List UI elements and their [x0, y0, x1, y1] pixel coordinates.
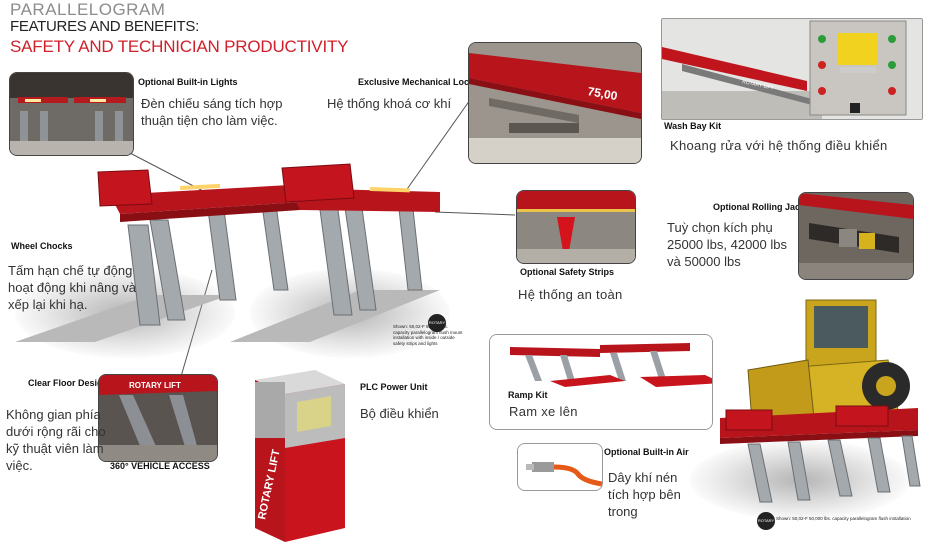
chocks-text: Tấm hạn chế tự động hoạt động khi nâng v…	[8, 263, 136, 312]
strips-text: Hệ thống an toàn	[518, 287, 623, 302]
wash-photo: ROTARY LIFT	[661, 18, 923, 120]
locks-text: Hệ thống khoá cơ khí	[327, 96, 452, 111]
floor-photo: ROTARY LIFT	[98, 374, 218, 462]
jacks-photo	[798, 192, 914, 280]
ramp-text: Ram xe lên	[509, 404, 578, 419]
jacks-label: Optional Rolling Jacks	[713, 202, 811, 212]
locks-photo: 75,00	[468, 42, 642, 164]
header-line1: PARALLELOGRAM	[10, 0, 166, 19]
wash-label: Wash Bay Kit	[664, 121, 722, 131]
lights-photo	[9, 72, 134, 156]
locks-label: Exclusive Mechanical Locks	[358, 77, 480, 87]
strips-photo	[516, 190, 636, 264]
chocks-label: Wheel Chocks	[11, 241, 73, 251]
floor-brand: ROTARY LIFT	[129, 381, 181, 390]
loader-illustration	[720, 299, 921, 503]
floor-text: Không gian phía dưới rộng rãi cho kỹ thu…	[6, 407, 106, 473]
air-photo	[517, 443, 603, 491]
header-line3: SAFETY AND TECHNICIAN PRODUCTIVITY	[10, 37, 349, 56]
lights-label: Optional Built-in Lights	[138, 77, 238, 87]
loader-note: Shown: 50,02-F 50,000 lbs. capacity para…	[776, 516, 911, 521]
ramp-photo	[489, 334, 713, 430]
strips-label: Optional Safety Strips	[520, 267, 615, 277]
rotary-logo-2: ROTARY	[757, 512, 775, 530]
locks-capacity: 75,00	[586, 84, 618, 103]
plc-label: PLC Power Unit	[360, 382, 428, 392]
main-lift-illustration	[15, 163, 440, 342]
header-line2: FEATURES AND BENEFITS:	[10, 18, 199, 35]
wash-text: Khoang rửa với hệ thống điều khiển	[670, 138, 888, 153]
ramp-label: Ramp Kit	[508, 390, 548, 400]
rotary-logo: ROTARY	[428, 314, 446, 332]
jacks-text: Tuỳ chọn kích phụ 25000 lbs, 42000 lbs v…	[667, 220, 787, 269]
air-text: Dây khí nén tích hợp bên trong	[608, 470, 681, 519]
air-label: Optional Built-in Air	[604, 447, 689, 457]
plc-text: Bộ điều khiển	[360, 406, 439, 421]
floor-caption: 360° VEHICLE ACCESS	[110, 461, 210, 471]
floor-label: Clear Floor Design	[28, 378, 109, 388]
lift-note: Shown: 50,02-F 50,000 lbs. capacity para…	[393, 324, 463, 346]
lights-text: Đèn chiếu sáng tích hợp thuận tiện cho l…	[141, 96, 283, 128]
plc-unit-illustration: ROTARY LIFT	[255, 370, 345, 542]
